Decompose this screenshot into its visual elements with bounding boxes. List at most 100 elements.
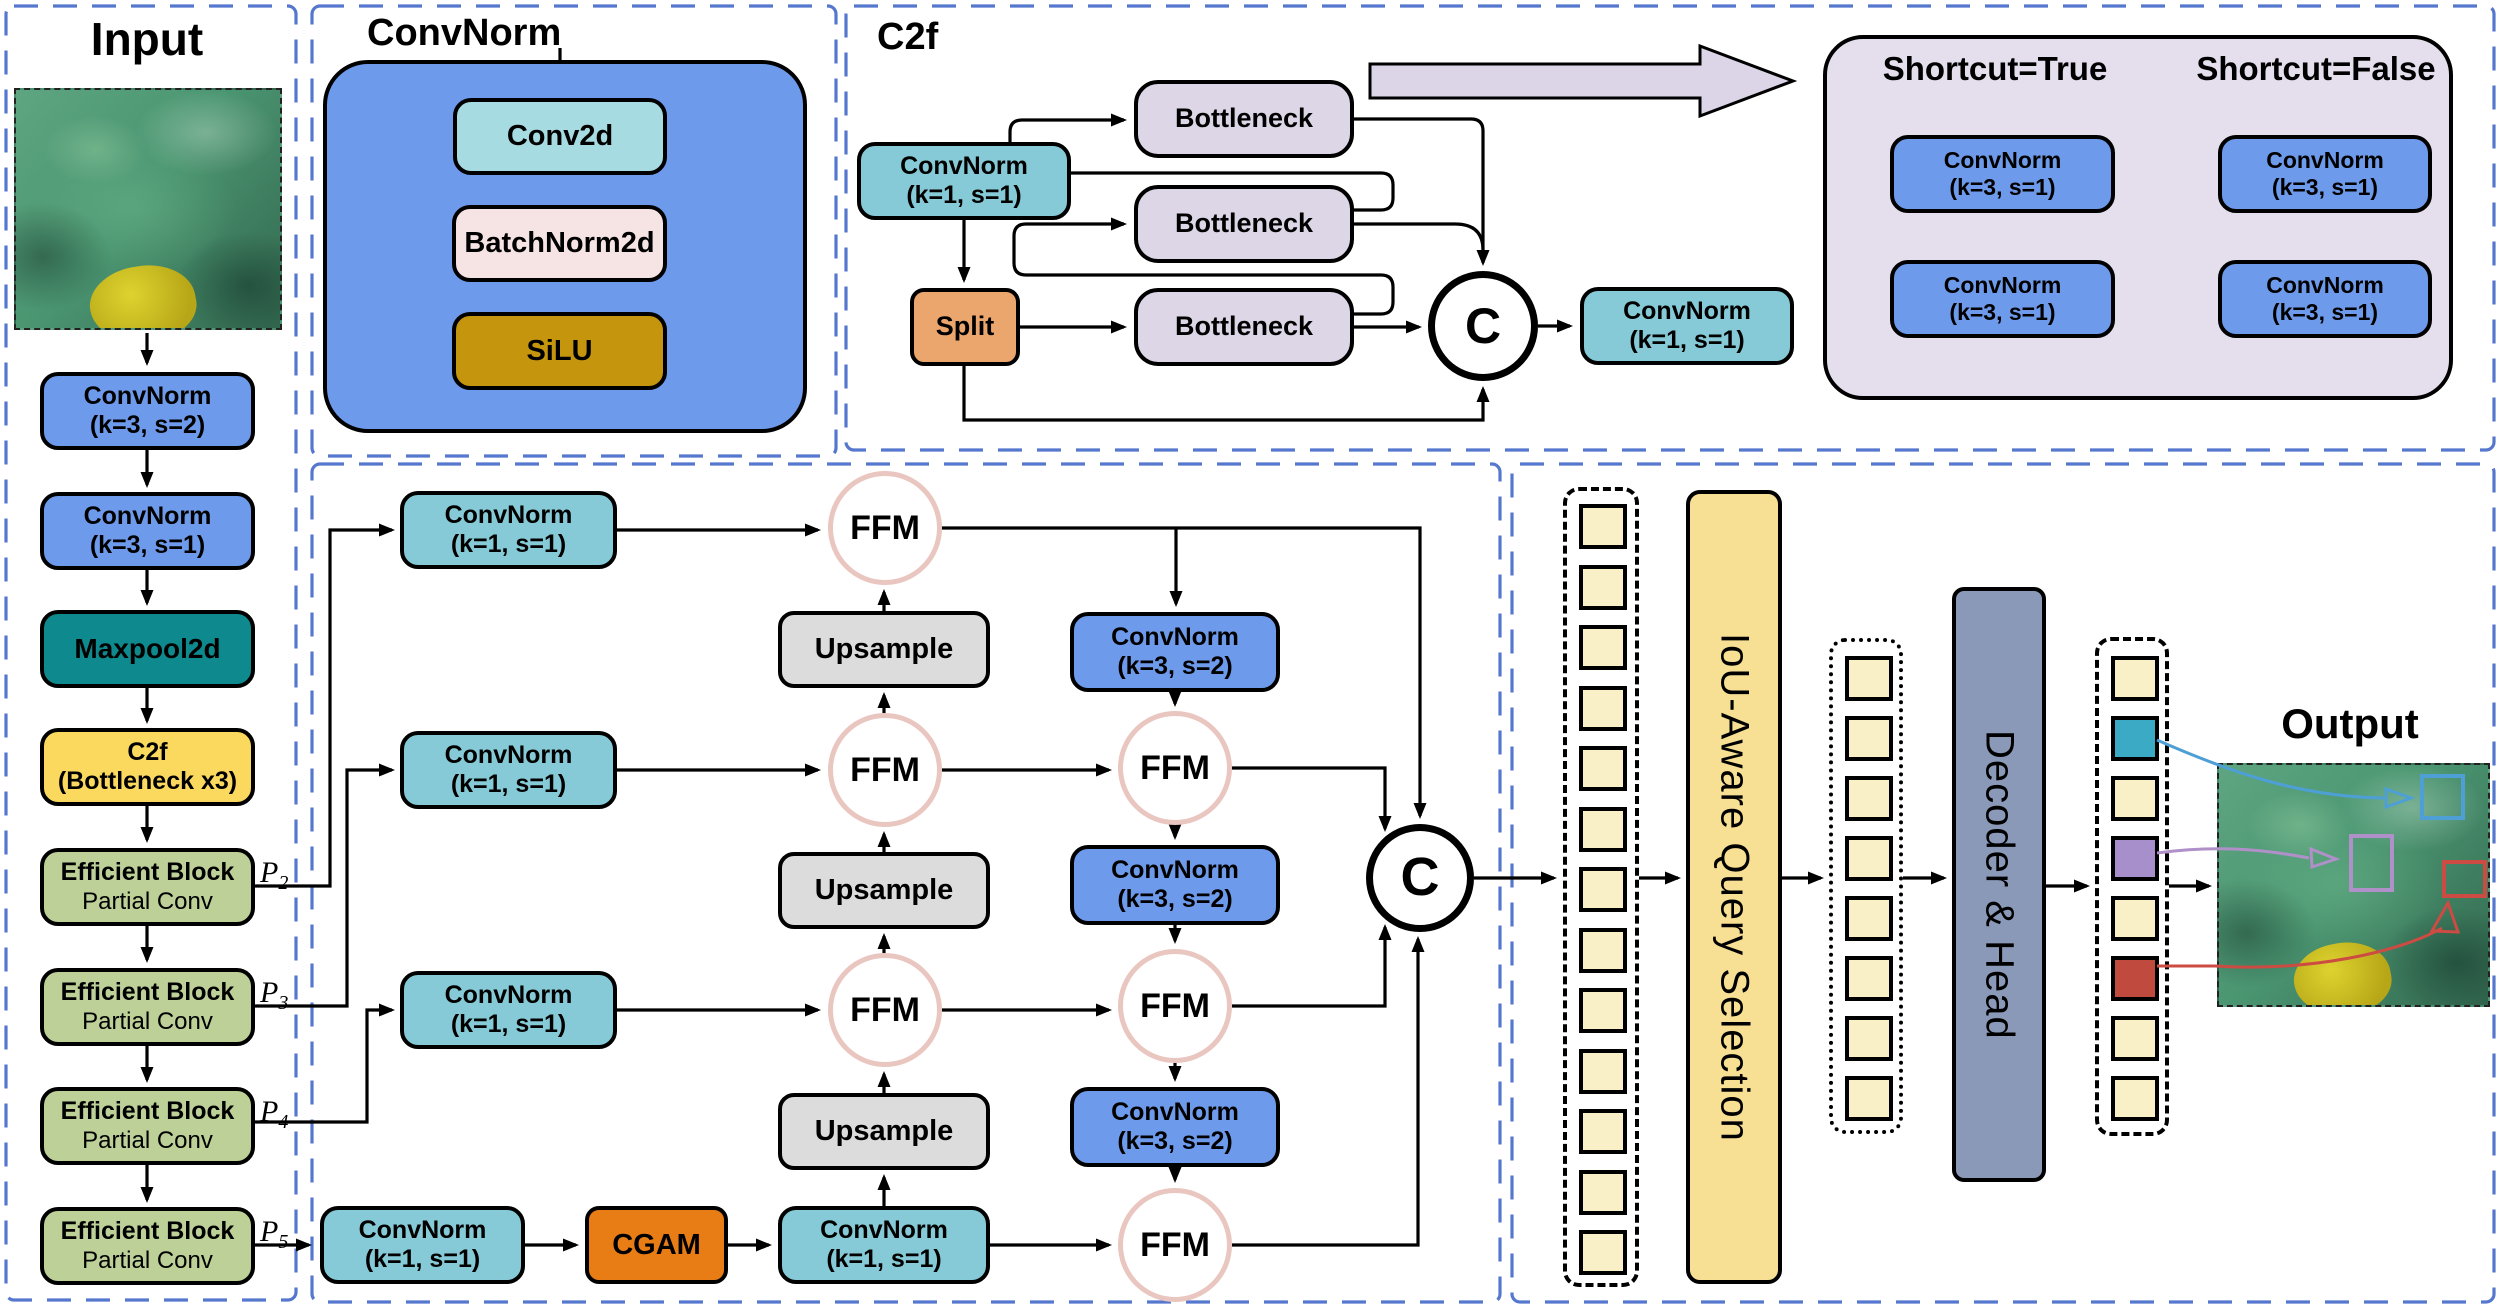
neck-bottom-conv1x1-a: ConvNorm (k=1, s=1): [320, 1206, 525, 1284]
c2f-concat-circle: C: [1428, 271, 1538, 381]
input-image: [14, 88, 282, 330]
cgam-block: CGAM: [585, 1206, 728, 1284]
input-panel-frame: [4, 4, 298, 1302]
shortcut-false-title: Shortcut=False: [2196, 50, 2436, 87]
backbone-maxpool: Maxpool2d: [40, 610, 255, 688]
query-token: [2111, 1016, 2159, 1061]
query-token: [1845, 776, 1893, 821]
shortcut-true-conv-2: ConvNorm (k=3, s=1): [1890, 260, 2115, 338]
query-token: [2111, 1076, 2159, 1121]
c2f-bottleneck-2: Bottleneck: [1134, 185, 1354, 263]
neck-arrows: [525, 523, 1557, 1252]
query-token: [1579, 746, 1627, 791]
neck-bottom-conv1x1-b: ConvNorm (k=1, s=1): [778, 1206, 990, 1284]
c2f-conv-in: ConvNorm (k=1, s=1): [857, 142, 1071, 220]
query-token: [1845, 1076, 1893, 1121]
c2f-conv-out: ConvNorm (k=1, s=1): [1580, 287, 1794, 365]
detection-box-red: [2442, 860, 2487, 898]
ffm-top-2: FFM: [828, 713, 942, 827]
ffm-top-3: FFM: [828, 953, 942, 1067]
query-token: [2111, 776, 2159, 821]
decoder-head-block: Decoder & Head: [1952, 587, 2046, 1182]
c2f-detail-title: C2f: [877, 16, 939, 58]
p3-label: P3: [260, 976, 289, 1014]
iou-query-selection-block: IoU-Aware Query Selection: [1686, 490, 1782, 1284]
neck-panel-frame: [310, 462, 1502, 1304]
decoder-head-label: Decoder & Head: [1977, 729, 2022, 1040]
query-token: [1579, 1230, 1627, 1275]
c2f-detail-arrows: [957, 113, 1573, 422]
query-column-2: [1829, 638, 1903, 1134]
query-token: [1579, 685, 1627, 731]
shortcut-true-conv-1: ConvNorm (k=3, s=1): [1890, 135, 2115, 213]
query-token: [1579, 1109, 1627, 1154]
convnorm-detail-title: ConvNorm: [367, 12, 562, 54]
yellow-object: [84, 257, 202, 328]
query-token: [2111, 656, 2159, 701]
query-token: [1579, 504, 1627, 549]
query-token: [2111, 716, 2159, 761]
yellow-object: [2288, 934, 2397, 1005]
ffm-down-1: FFM: [1118, 711, 1232, 825]
ffm-top-1: FFM: [828, 471, 942, 585]
neck-conv1x1-row3: ConvNorm (k=1, s=1): [400, 971, 617, 1049]
backbone-convnorm-1: ConvNorm (k=3, s=2): [40, 372, 255, 450]
query-token: [1579, 1048, 1627, 1094]
query-token: [1579, 625, 1627, 670]
query-token: [1845, 716, 1893, 761]
shortcut-false-conv-1: ConvNorm (k=3, s=1): [2218, 135, 2432, 213]
backbone-arrows: [140, 333, 395, 1252]
p2-label: P2: [260, 856, 289, 894]
silu-block: SiLU: [452, 312, 667, 390]
query-token: [1845, 956, 1893, 1001]
query-token: [1579, 1169, 1627, 1215]
output-title: Output: [2281, 700, 2419, 747]
detection-box-purple: [2349, 834, 2394, 892]
output-image: [2217, 763, 2490, 1007]
c2f-bottleneck-3: Bottleneck: [1134, 288, 1354, 366]
neck-conv3x3-2: ConvNorm (k=3, s=2): [1070, 845, 1280, 925]
shortcut-true-title: Shortcut=True: [1882, 50, 2108, 87]
upsample-1: Upsample: [778, 611, 990, 688]
query-token: [1579, 806, 1627, 852]
head-panel-frame: [1510, 462, 2496, 1304]
neck-conv1x1-row2: ConvNorm (k=1, s=1): [400, 731, 617, 809]
neck-conv1x1-row1: ConvNorm (k=1, s=1): [400, 491, 617, 569]
upsample-2: Upsample: [778, 852, 990, 929]
backbone-c2f: C2f (Bottleneck x3): [40, 728, 255, 806]
query-token: [2111, 836, 2159, 881]
c2f-panel-frame: [844, 4, 2496, 452]
convnorm-panel-frame: [310, 4, 838, 458]
upsample-3: Upsample: [778, 1093, 990, 1170]
p4-label: P4: [260, 1095, 289, 1133]
query-token: [2111, 956, 2159, 1001]
shortcut-false-conv-2: ConvNorm (k=3, s=1): [2218, 260, 2432, 338]
batchnorm2d-block: BatchNorm2d: [452, 205, 667, 282]
query-token: [1579, 988, 1627, 1033]
query-column-3: [2095, 637, 2169, 1136]
query-token: [1579, 927, 1627, 973]
neck-conv3x3-3: ConvNorm (k=3, s=2): [1070, 1087, 1280, 1167]
p5-label: P5: [260, 1215, 289, 1253]
detection-box-blue: [2420, 774, 2465, 820]
c2f-bottleneck-1: Bottleneck: [1134, 80, 1354, 158]
query-token: [2111, 896, 2159, 941]
ffm-down-2: FFM: [1118, 949, 1232, 1063]
c2f-split: Split: [910, 288, 1020, 366]
query-column-1: [1563, 487, 1639, 1287]
head-arrows: [1639, 871, 2212, 893]
conv2d-block: Conv2d: [453, 98, 667, 175]
query-token: [1845, 656, 1893, 701]
query-token: [1845, 836, 1893, 881]
neck-concat-circle: C: [1366, 824, 1474, 932]
query-token: [1845, 896, 1893, 941]
input-title: Input: [90, 13, 204, 65]
query-token: [1579, 564, 1627, 610]
neck-conv3x3-1: ConvNorm (k=3, s=2): [1070, 612, 1280, 692]
